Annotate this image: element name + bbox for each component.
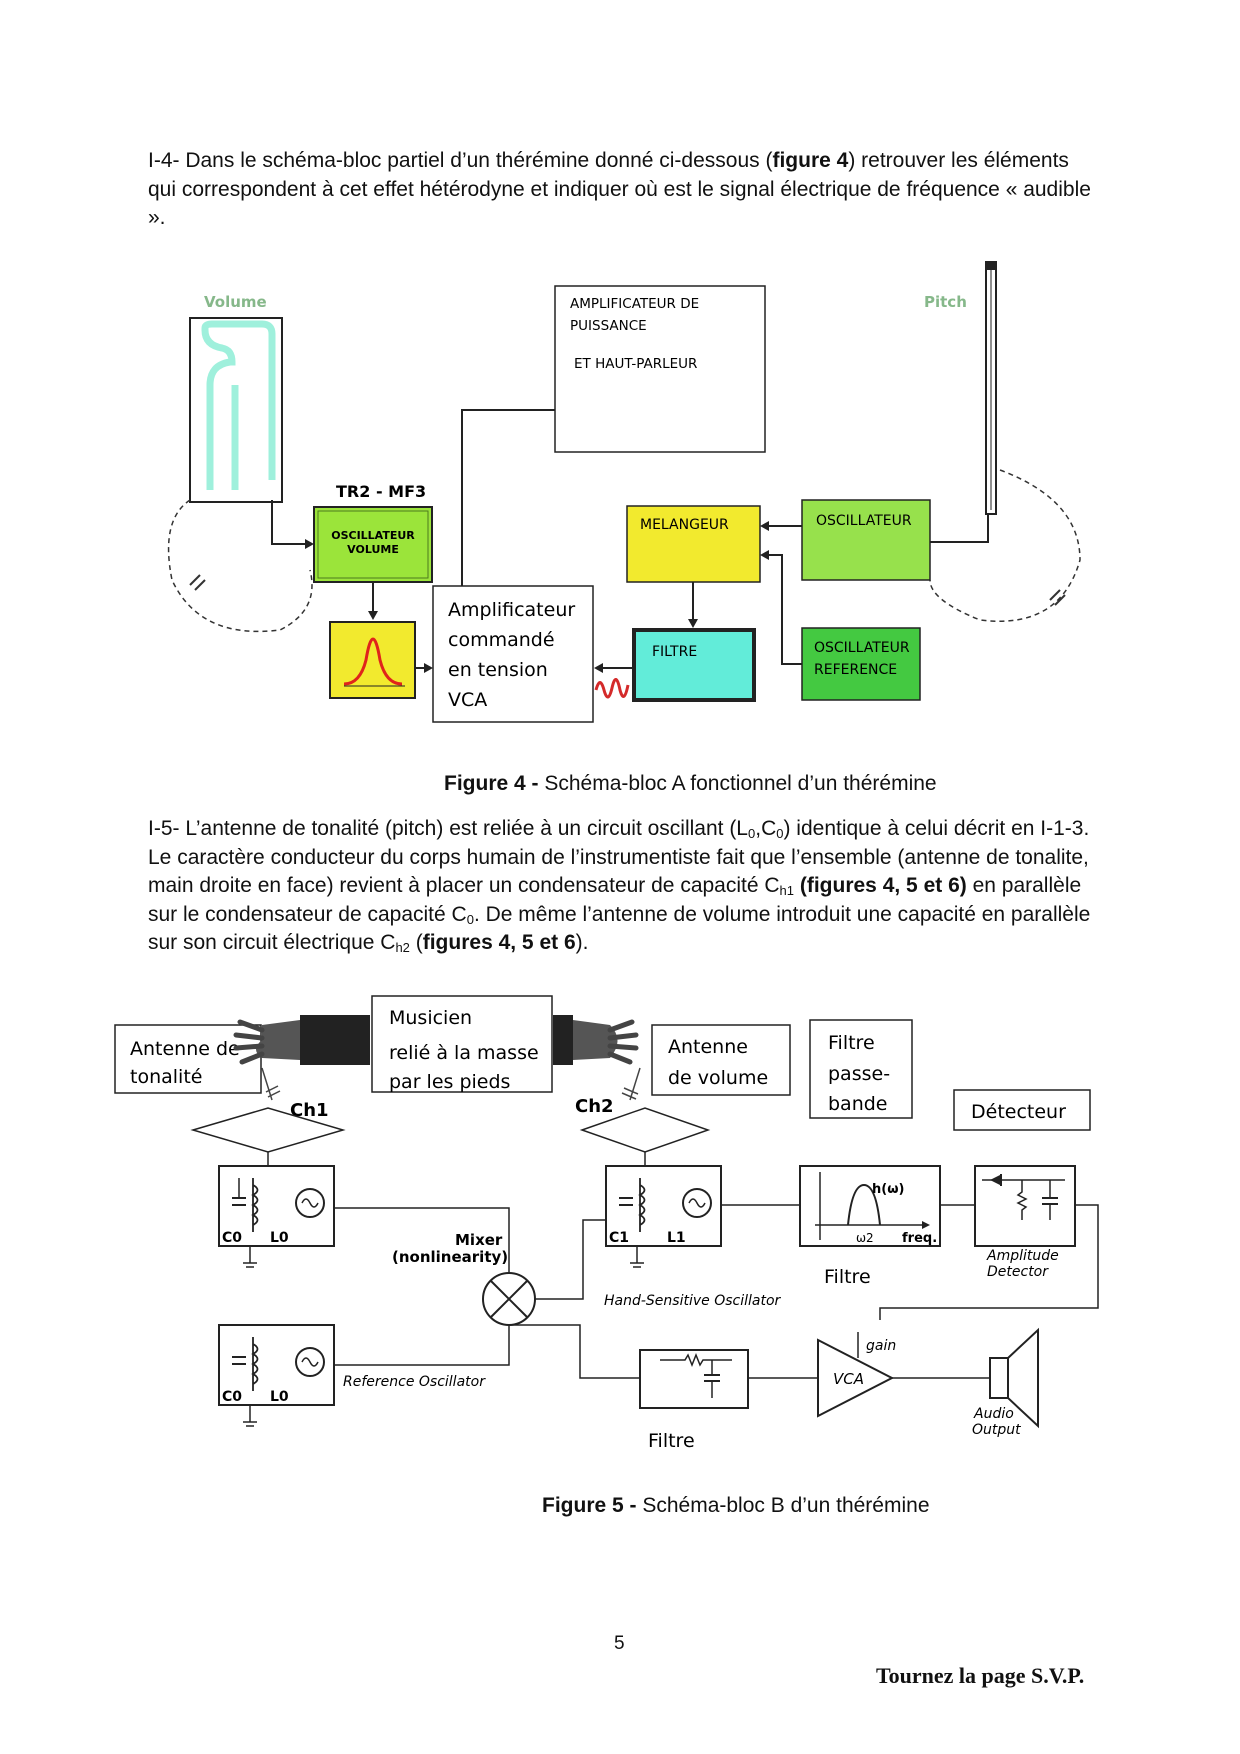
pitch-antenna-plate — [190, 1107, 346, 1153]
oscillator-reference-block — [801, 627, 921, 701]
svg-text:ET HAUT-PARLEUR: ET HAUT-PARLEUR — [574, 356, 697, 372]
svg-text:MELANGEUR: MELANGEUR — [640, 517, 729, 533]
sine-source-icon — [295, 1347, 325, 1377]
volume-label: Volume — [204, 293, 267, 311]
audio-signal-wave — [594, 678, 630, 699]
svg-text:AMPLIFICATEUR DE: AMPLIFICATEUR DE — [570, 296, 699, 312]
resonance-curve — [343, 637, 403, 686]
svg-text:Mixer: Mixer — [455, 1231, 503, 1249]
svg-text:C0: C0 — [222, 1230, 242, 1246]
vca-block — [432, 585, 594, 723]
vca-amplifier-icon — [817, 1338, 895, 1418]
svg-text:Antenne de: Antenne de — [130, 1038, 240, 1060]
svg-text:C0: C0 — [222, 1389, 242, 1405]
svg-text:VCA: VCA — [833, 1370, 864, 1388]
svg-text:Detector: Detector — [987, 1264, 1049, 1280]
svg-text:VOLUME: VOLUME — [347, 543, 399, 556]
figure-5-diagram: Antenne de tonalité Musicien relié à la … — [114, 995, 1099, 1452]
mixer-block — [626, 505, 761, 583]
filter-label-a: Filtre — [824, 1266, 871, 1288]
filter-block — [632, 628, 756, 702]
svg-text:L0: L0 — [270, 1389, 289, 1405]
resonance-curve-block — [329, 621, 416, 699]
svg-text:Musicien: Musicien — [389, 1007, 472, 1029]
capacitor-icon — [189, 574, 1066, 606]
svg-text:Amplitude: Amplitude — [986, 1248, 1059, 1264]
detector-box — [953, 1089, 1091, 1131]
svg-text:ω2: ω2 — [856, 1231, 874, 1245]
svg-text:gain: gain — [866, 1338, 896, 1354]
svg-text:h(ω): h(ω) — [872, 1182, 904, 1197]
paragraph-i5: I-5- L’antenne de tonalité (pitch) est r… — [148, 817, 1091, 955]
footer-turn-page: Tournez la page S.V.P. — [876, 1663, 1085, 1688]
svg-text:en tension: en tension — [448, 659, 548, 681]
svg-text:bande: bande — [828, 1093, 888, 1115]
svg-text:(nonlinearity): (nonlinearity) — [392, 1248, 508, 1266]
svg-text:OSCILLATEUR: OSCILLATEUR — [816, 513, 912, 529]
svg-text:Amplificateur: Amplificateur — [448, 599, 575, 621]
svg-text:relié à la masse: relié à la masse — [389, 1042, 539, 1064]
bandpass-response-block — [799, 1165, 941, 1247]
paragraph-i4: I-4- Dans le schéma-bloc partiel d’un th… — [148, 149, 1091, 229]
svg-text:L0: L0 — [270, 1230, 289, 1246]
ch2-label: Ch2 — [575, 1096, 614, 1117]
svg-text:FILTRE: FILTRE — [652, 644, 697, 660]
svg-text:passe-: passe- — [828, 1063, 890, 1085]
bandpass-curve — [847, 1183, 881, 1226]
svg-text:OSCILLATEUR: OSCILLATEUR — [814, 640, 910, 656]
svg-text:Hand-Sensitive Oscillator: Hand-Sensitive Oscillator — [604, 1293, 782, 1309]
figure-4-diagram: Volume Pitch AMPLIFICATEUR DE PUISSANCE … — [167, 261, 1081, 723]
oscillator-pitch-block — [801, 499, 931, 581]
svg-text:par les pieds: par les pieds — [389, 1071, 510, 1093]
figure-5-caption: Figure 5 - Schéma-bloc B d’un thérémine — [542, 1494, 930, 1517]
svg-text:Reference Oscillator: Reference Oscillator — [343, 1374, 486, 1390]
sine-source-icon — [682, 1188, 712, 1218]
musician-box — [371, 995, 553, 1093]
svg-text:OSCILLATEUR: OSCILLATEUR — [331, 529, 415, 542]
volume-field-arc — [167, 499, 313, 633]
svg-text:L1: L1 — [667, 1230, 686, 1246]
left-hand-icon — [233, 1015, 370, 1065]
svg-text:C1: C1 — [609, 1230, 629, 1246]
pitch-label: Pitch — [924, 293, 967, 311]
ch1-label: Ch1 — [290, 1100, 329, 1121]
svg-text:Antenne: Antenne — [668, 1036, 748, 1058]
svg-text:Audio: Audio — [973, 1406, 1014, 1422]
tr2-label: TR2 - MF3 — [336, 482, 426, 501]
svg-text:Détecteur: Détecteur — [971, 1101, 1066, 1123]
figure-4-caption: Figure 4 - Schéma-bloc A fonctionnel d’u… — [444, 772, 937, 795]
page-number: 5 — [614, 1633, 625, 1654]
oscillator-volume-block — [313, 506, 433, 583]
antenna-volume-box — [651, 1024, 791, 1096]
svg-text:Output: Output — [972, 1422, 1021, 1438]
svg-text:de volume: de volume — [668, 1067, 768, 1089]
right-hand-icon — [553, 1015, 639, 1065]
speaker-icon — [989, 1357, 1009, 1399]
svg-text:tonalité: tonalité — [130, 1066, 202, 1088]
filter-label-b: Filtre — [648, 1430, 695, 1452]
svg-text:freq.: freq. — [902, 1231, 937, 1246]
svg-text:VCA: VCA — [448, 689, 487, 711]
sine-source-icon — [295, 1188, 325, 1218]
svg-text:Filtre: Filtre — [828, 1032, 875, 1054]
bandpass-filter-box — [809, 1019, 913, 1119]
volume-antenna-loop — [201, 320, 276, 490]
amplifier-speaker-block — [554, 285, 766, 453]
pitch-field-arc — [929, 469, 1081, 622]
svg-text:commandé: commandé — [448, 629, 555, 651]
volume-antenna-plate — [579, 1107, 711, 1153]
svg-text:PUISSANCE: PUISSANCE — [570, 318, 647, 334]
volume-antenna-frame — [189, 317, 283, 503]
svg-text:REFERENCE: REFERENCE — [814, 662, 897, 678]
